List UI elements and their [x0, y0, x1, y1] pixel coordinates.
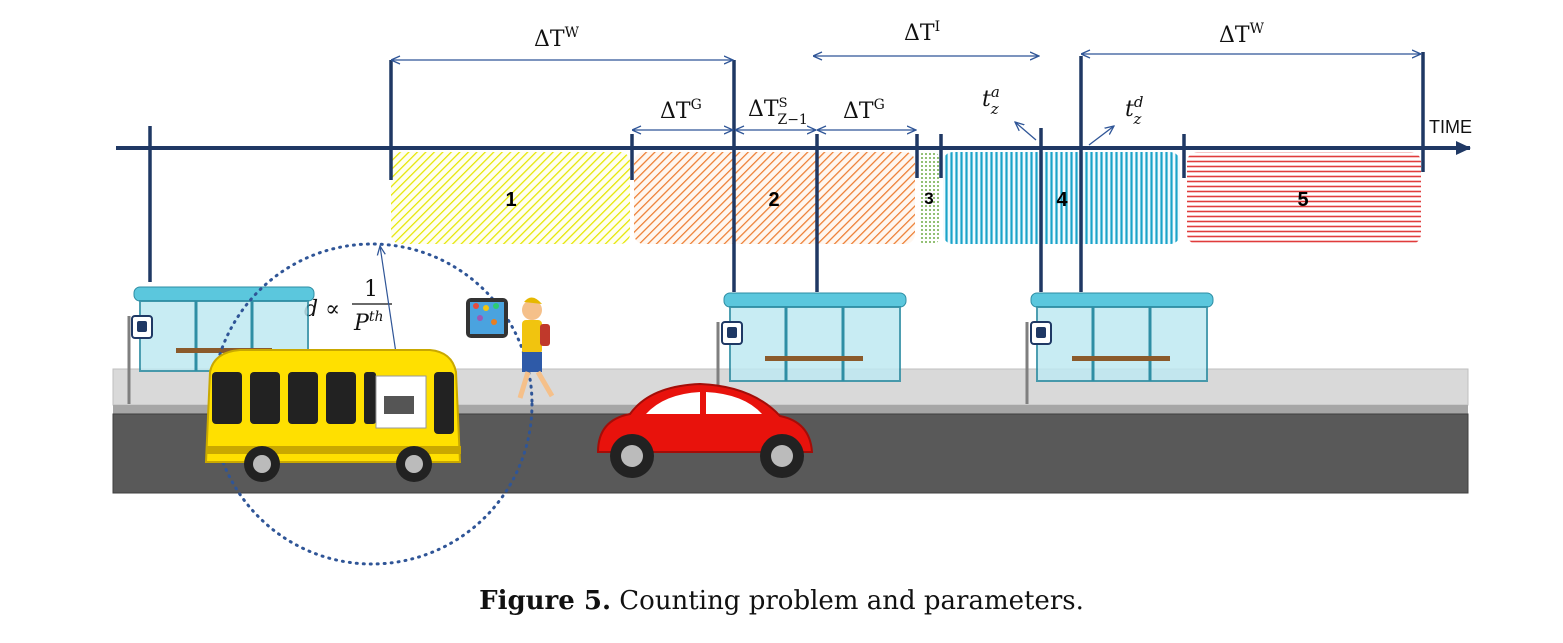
- bus: [204, 349, 462, 482]
- detection-range-circle: [210, 242, 534, 566]
- bus-shelter-2: [716, 292, 907, 404]
- interval-4-label: 4: [1056, 189, 1068, 211]
- delta-tw-label-2: ΔTW: [1219, 21, 1265, 48]
- interval-3-block: [919, 152, 939, 244]
- distance-formula: d ∝ 1 Pth: [304, 277, 392, 336]
- delta-tw-label-1: ΔTW: [534, 25, 580, 52]
- interval-3-label: 3: [924, 189, 933, 208]
- pedestrian: [466, 297, 555, 399]
- interval-5-label: 5: [1297, 189, 1308, 211]
- caption-text: Counting problem and parameters.: [619, 586, 1084, 616]
- delta-ti-label: ΔTI: [904, 19, 940, 46]
- delta-tg-label-2: ΔTG: [843, 97, 885, 124]
- interval-2-block: [634, 152, 915, 244]
- distance-numerator: 1: [364, 277, 378, 302]
- timeline-ticks: [148, 52, 1425, 292]
- distance-denominator: Pth: [353, 309, 383, 336]
- car: [596, 382, 814, 478]
- caption-label: Figure 5.: [479, 586, 611, 616]
- interval-1-block: [391, 152, 630, 244]
- interval-5-block: [1187, 152, 1421, 244]
- bus-shelter-3: [1025, 292, 1214, 404]
- figure-caption: Figure 5. Counting problem and parameter…: [0, 586, 1563, 616]
- delta-tg-label-1: ΔTG: [660, 97, 702, 124]
- interval-arrows: [392, 54, 1421, 146]
- time-axis-label: TIME: [1429, 117, 1472, 137]
- curb: [113, 405, 1468, 414]
- interval-4-block: [943, 152, 1180, 244]
- interval-1-label: 1: [505, 189, 516, 211]
- interval-2-label: 2: [768, 189, 779, 211]
